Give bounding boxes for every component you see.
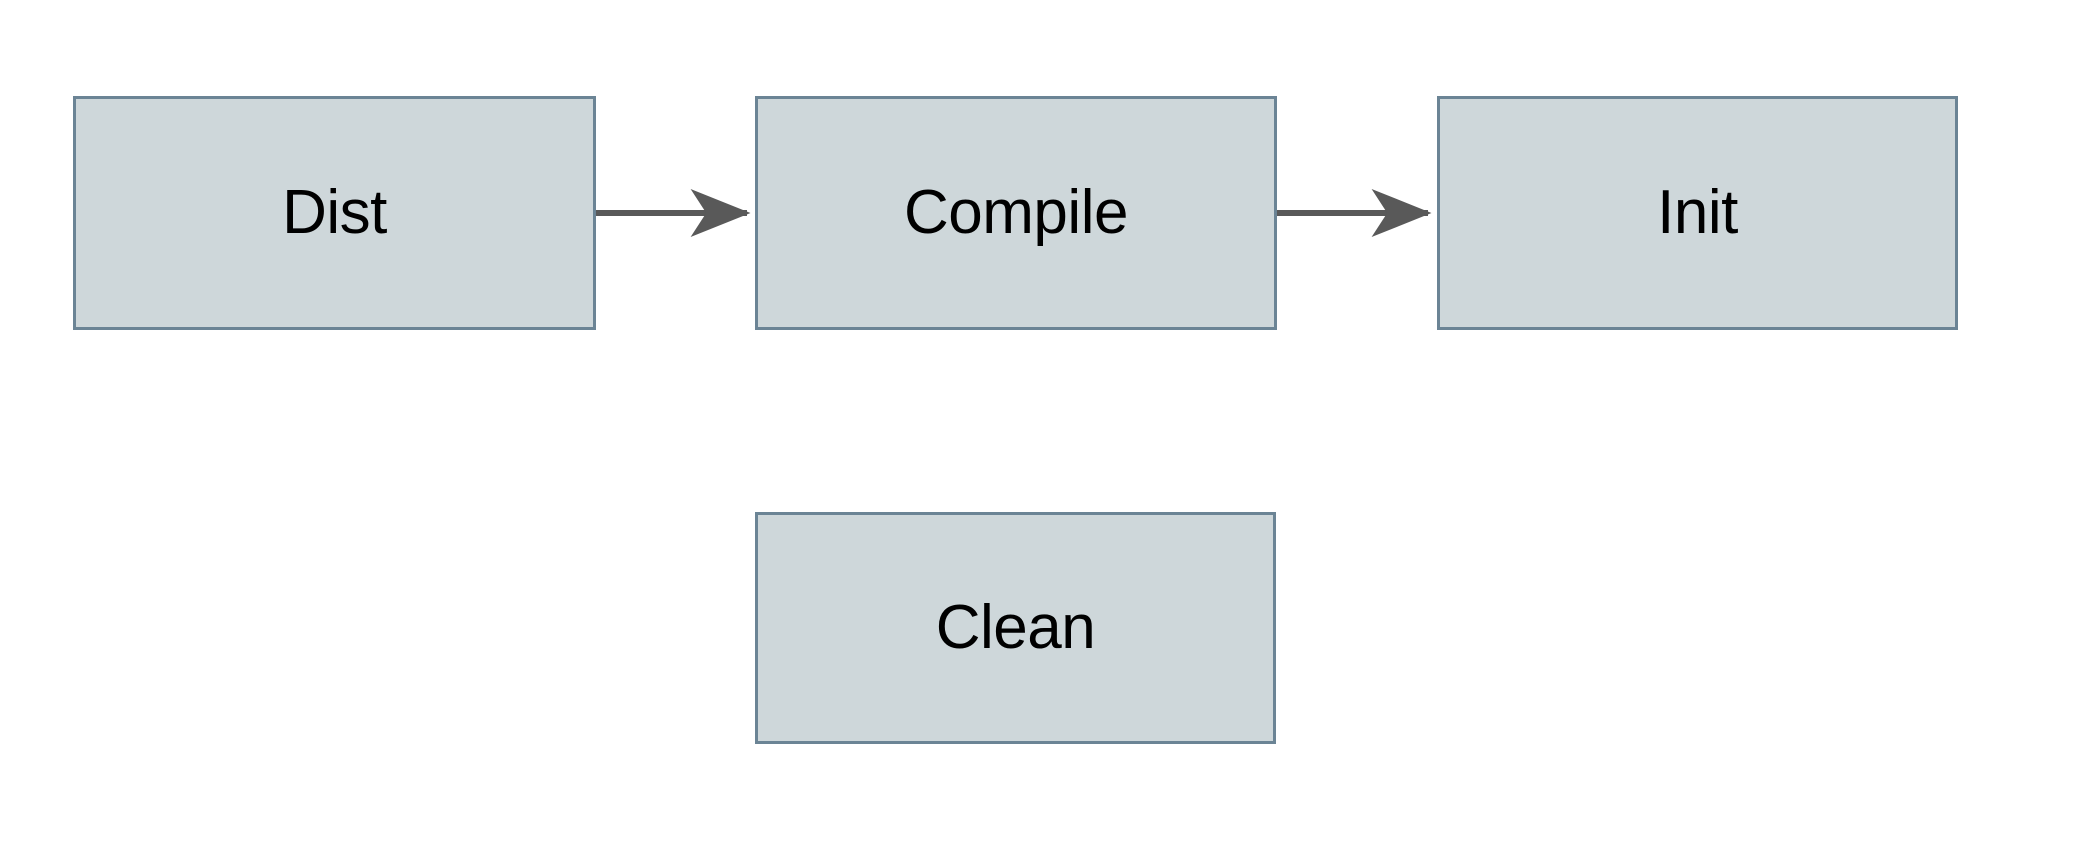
node-init[interactable]: Init bbox=[1437, 96, 1958, 330]
node-compile-label: Compile bbox=[904, 178, 1128, 247]
node-dist-label: Dist bbox=[282, 178, 387, 247]
node-clean[interactable]: Clean bbox=[755, 512, 1276, 744]
node-compile[interactable]: Compile bbox=[755, 96, 1277, 330]
node-dist[interactable]: Dist bbox=[73, 96, 596, 330]
node-clean-label: Clean bbox=[935, 593, 1096, 662]
node-init-label: Init bbox=[1657, 178, 1738, 247]
